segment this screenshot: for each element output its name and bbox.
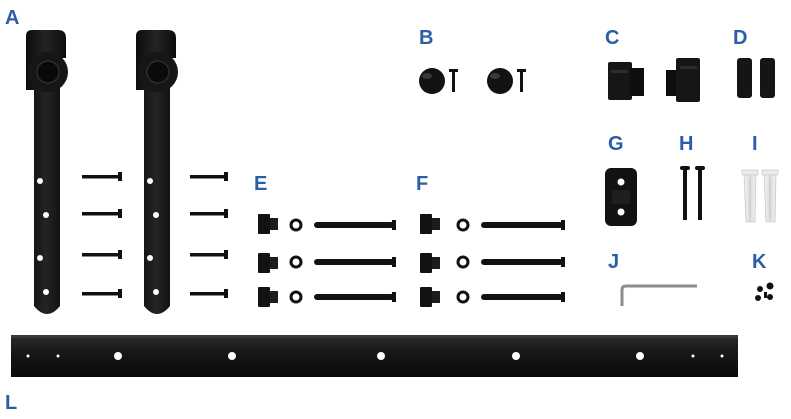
label-b: B [419, 27, 434, 49]
bolt-set-f [420, 214, 565, 307]
door-guide-2 [666, 58, 700, 102]
anti-jump-disc-1 [737, 58, 752, 98]
label-e: E [254, 173, 268, 195]
anti-jump-disc-2 [760, 58, 775, 98]
wall-anchor-2 [761, 169, 779, 223]
label-h: H [679, 133, 694, 155]
stopper-1 [419, 68, 458, 94]
label-f: F [416, 173, 429, 195]
allen-key [620, 284, 697, 306]
wall-anchor-1 [741, 169, 759, 223]
floor-guide-plate [605, 168, 637, 226]
small-screws [755, 282, 774, 301]
strap-screws-right [190, 172, 228, 298]
label-l: L [5, 392, 18, 414]
door-guide-1 [608, 62, 644, 100]
long-screw-2 [695, 166, 705, 220]
label-g: G [608, 133, 624, 155]
label-j: J [608, 251, 620, 273]
label-a: A [5, 7, 20, 29]
track-rail [11, 335, 738, 377]
label-i: I [752, 133, 758, 155]
bolt-set-e [258, 214, 396, 307]
hanger-strap-1 [26, 30, 68, 314]
hanger-strap-2 [136, 30, 178, 314]
label-d: D [733, 27, 748, 49]
stopper-2 [487, 68, 526, 94]
long-screw-1 [680, 166, 690, 220]
strap-screws-left [82, 172, 122, 298]
label-k: K [752, 251, 767, 273]
label-c: C [605, 27, 620, 49]
